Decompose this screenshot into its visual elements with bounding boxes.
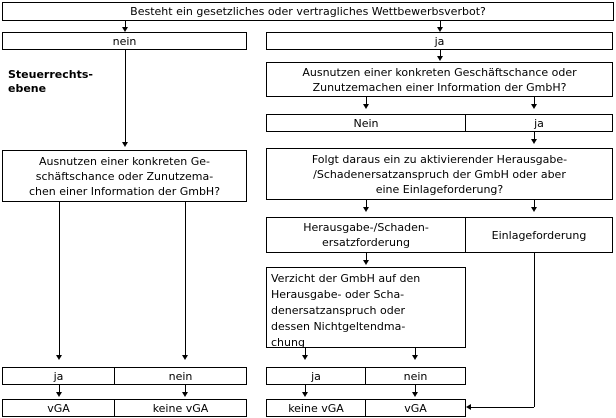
arrowhead-left-ja-to-result: [56, 392, 62, 397]
arrowhead-left-nein-to-result: [182, 392, 188, 397]
right-result-vga-box: vGA: [365, 399, 466, 417]
left-answers-nein-box: nein: [114, 367, 247, 385]
connector-nein-to-left-question: [125, 50, 126, 143]
right-answers-2-claim-box: Herausgabe-/Schaden- ersatzforderung: [266, 217, 466, 253]
right-answers-2-contribution-box: Einlageforderung: [465, 217, 613, 253]
arrowhead-ja-to-right-question-1: [437, 56, 443, 61]
arrowhead-q3-to-ja: [302, 355, 308, 360]
left-result-vga-box: vGA: [2, 399, 115, 417]
left-result-keine-vga-box: keine vGA: [114, 399, 247, 417]
connector-contribution-down: [534, 253, 535, 407]
connector-left-question-to-nein: [185, 202, 186, 357]
arrowhead-root-to-nein: [122, 27, 128, 32]
right-question-1-box: Ausnutzen einer konkreten Geschäftschanc…: [266, 62, 613, 97]
connector-root-to-ja: [440, 21, 441, 30]
steuerrechts-ebene-label: Steuerrechts- ebene: [8, 68, 93, 95]
right-question-3-box: Verzicht der GmbH auf den Herausgabe- od…: [266, 267, 466, 349]
root-question-box: Besteht ein gesetzliches oder vertraglic…: [2, 2, 614, 21]
right-answers-1-ja-box: ja: [465, 114, 613, 132]
connector-left-ja-to-result: [59, 385, 60, 394]
arrowhead-contribution-to-result: [466, 404, 471, 410]
connector-ja1-to-right-question-2: [534, 132, 535, 141]
connector-left-nein-to-result: [185, 385, 186, 394]
right-answers-3-nein-box: nein: [365, 367, 466, 385]
right-result-keine-vga-box: keine vGA: [266, 399, 366, 417]
connector-q3-to-ja: [305, 348, 306, 357]
connector-q2-to-contribution: [534, 200, 535, 209]
right-question-2-box: Folgt daraus ein zu aktivierender Heraus…: [266, 148, 613, 200]
arrowhead-q1-to-nein: [363, 104, 369, 109]
connector-ja-to-right-question-1: [440, 50, 441, 59]
connector-q1-to-ja: [534, 97, 535, 106]
connector-q3-to-nein: [415, 348, 416, 357]
left-question-box: Ausnutzen einer konkreten Ge- schäftscha…: [2, 150, 247, 202]
arrowhead-ja1-to-right-question-2: [531, 139, 537, 144]
connector-left-question-to-ja: [59, 202, 60, 357]
arrowhead-right-nein-to-result: [412, 392, 418, 397]
arrowhead-nein-to-left-question: [122, 142, 128, 147]
arrowhead-q2-to-contribution: [531, 207, 537, 212]
arrowhead-q1-to-ja: [531, 104, 537, 109]
connector-q1-to-nein: [366, 97, 367, 106]
arrowhead-q3-to-nein: [412, 355, 418, 360]
left-answers-ja-box: ja: [2, 367, 115, 385]
arrowhead-claim-to-question-3: [363, 260, 369, 265]
arrowhead-q2-to-claim: [363, 207, 369, 212]
arrowhead-root-to-ja: [437, 27, 443, 32]
connector-claim-to-question-3: [366, 253, 367, 262]
connector-root-to-nein: [125, 21, 126, 30]
right-answers-1-nein-box: Nein: [266, 114, 466, 132]
right-answer-ja-box: ja: [266, 32, 613, 50]
arrowhead-left-question-to-nein: [182, 355, 188, 360]
connector-contribution-left: [470, 407, 534, 408]
arrowhead-left-question-to-ja: [56, 355, 62, 360]
right-answers-3-ja-box: ja: [266, 367, 366, 385]
arrowhead-right-ja-to-result: [302, 392, 308, 397]
connector-q2-to-claim: [366, 200, 367, 209]
connector-right-ja-to-result: [305, 385, 306, 394]
left-answer-nein-box: nein: [2, 32, 247, 50]
connector-right-nein-to-result: [415, 385, 416, 394]
